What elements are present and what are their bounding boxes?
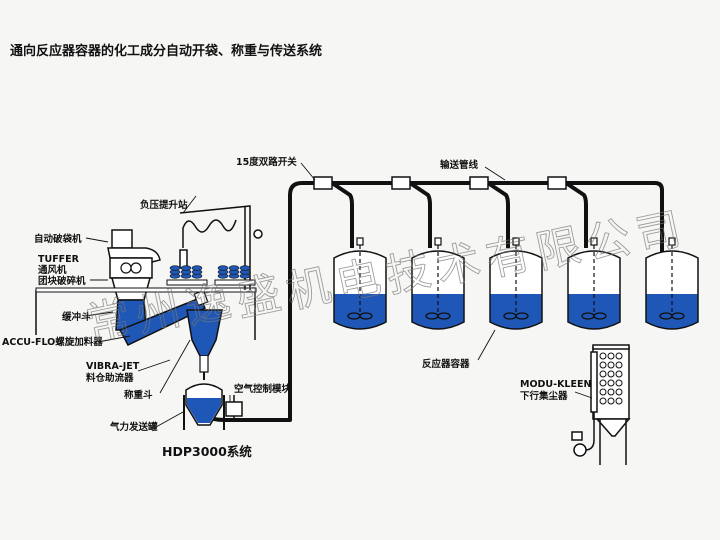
branch-pipe <box>486 181 510 248</box>
filter-bag <box>599 397 607 405</box>
watermark-char: 盛 <box>232 268 286 327</box>
branch-pipe <box>564 181 588 248</box>
bag <box>239 265 251 271</box>
filter-bag <box>607 352 615 360</box>
filter-bag <box>599 370 607 378</box>
watermark-char: 有 <box>482 228 536 287</box>
watermark-char: 电 <box>332 252 386 311</box>
diverter-valve <box>469 176 489 190</box>
filter-bag <box>615 352 623 360</box>
page-title: 通向反应器容器的化工成分自动开袋、称重与传送系统 <box>10 44 323 59</box>
watermark-char: 常 <box>82 292 136 351</box>
bag <box>169 265 181 271</box>
watermark-char: 公 <box>582 212 636 271</box>
air-control-module <box>225 395 243 420</box>
filter-bags <box>599 352 623 405</box>
bag <box>191 265 203 271</box>
agitator-motor <box>356 237 364 246</box>
label-air-control: 空气控制模块 <box>234 383 292 395</box>
filter-bag <box>599 361 607 369</box>
leader-lines <box>84 162 593 428</box>
label-vibra-jet-1: VIBRA-JET <box>86 361 140 372</box>
bag <box>217 265 229 271</box>
reactor-4 <box>567 237 621 330</box>
screw-feeder <box>118 297 207 346</box>
reactor-5 <box>645 237 699 330</box>
watermark-char: 限 <box>532 220 586 279</box>
filter-bag <box>607 379 615 387</box>
watermark-char: 术 <box>432 236 486 295</box>
branch-pipe <box>330 181 354 248</box>
reactor-group <box>333 237 699 330</box>
label-reactor-vessel: 反应器容器 <box>422 358 470 370</box>
weigh-bin <box>183 309 225 430</box>
pallet <box>166 279 208 286</box>
pallet <box>214 279 256 286</box>
bag-opener-hood <box>111 229 133 249</box>
reactor-2 <box>411 237 465 330</box>
label-weigh-hopper: 称重斗 <box>124 389 153 401</box>
watermark-char: 机 <box>282 260 336 319</box>
reactor-1 <box>333 237 387 330</box>
label-modu-kleen-2: 下行集尘器 <box>520 390 568 402</box>
filter-bag <box>607 370 615 378</box>
label-tuffer-3: 团块破碎机 <box>38 275 86 287</box>
watermark-char: 逸 <box>182 276 236 335</box>
filter-bag <box>607 388 615 396</box>
bag-dump-station <box>35 229 257 346</box>
bag <box>180 265 192 271</box>
label-auto-bag-opener: 自动破袋机 <box>34 233 82 245</box>
filter-bag <box>607 397 615 405</box>
filter-bag <box>599 352 607 360</box>
label-vacuum-lift: 负压提升站 <box>140 199 188 211</box>
watermark-char: 州 <box>132 284 186 343</box>
label-pneumatic-tank: 气力发送罐 <box>109 421 158 433</box>
filter-bag <box>599 379 607 387</box>
label-modu-kleen-1: MODU-KLEEN <box>520 379 591 390</box>
label-vibra-jet-2: 料仓助流器 <box>86 372 134 384</box>
diverter-valve <box>547 176 567 190</box>
filter-bag <box>607 361 615 369</box>
label-accu-flo: ACCU-FLO螺旋加料器 <box>2 336 103 348</box>
agitator-blade <box>515 312 529 320</box>
diverter-valves <box>313 176 567 190</box>
diverter-valve <box>391 176 411 190</box>
label-diverter-valve: 15度双路开关 <box>236 156 297 168</box>
labels: 自动破袋机 TUFFER 通风机 团块破碎机 缓冲斗 ACCU-FLO螺旋加料器… <box>2 156 591 459</box>
watermark-char: 技 <box>382 244 436 303</box>
label-tuffer-2: 通风机 <box>38 264 67 276</box>
diverter-valve <box>313 176 333 190</box>
reactor-3 <box>489 237 543 330</box>
agitator-blade <box>671 312 685 320</box>
filter-bag <box>615 379 623 387</box>
bag <box>228 265 240 271</box>
filter-bag <box>615 370 623 378</box>
filter-bag <box>615 388 623 396</box>
agitator-blade <box>359 312 373 320</box>
agitator-blade <box>593 312 607 320</box>
filter-bag <box>615 397 623 405</box>
branch-pipe <box>408 181 432 248</box>
label-tuffer-1: TUFFER <box>38 254 80 265</box>
filter-bag <box>599 388 607 396</box>
label-buffer-hopper: 缓冲斗 <box>62 311 91 323</box>
filter-bag <box>615 361 623 369</box>
label-convey-line: 输送管线 <box>440 159 479 171</box>
branch-pipes <box>330 181 588 248</box>
bag-stacks <box>166 265 256 286</box>
watermark-char: 司 <box>632 204 686 263</box>
agitator-blade <box>437 312 451 320</box>
label-system-name: HDP3000系统 <box>162 444 252 459</box>
